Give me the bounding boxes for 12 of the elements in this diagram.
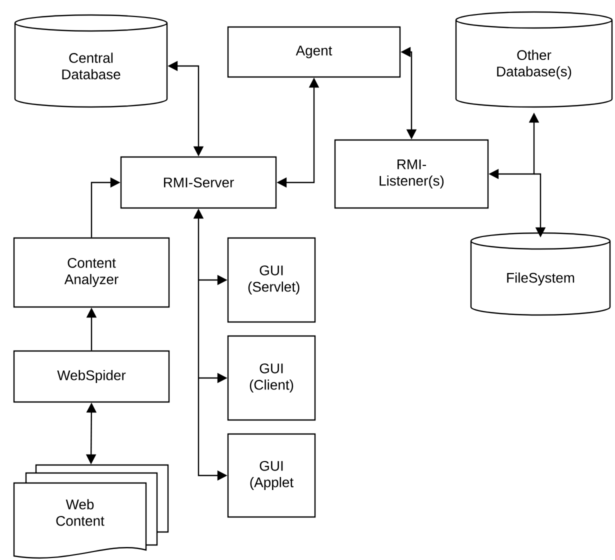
process-box: GUI (Servlet) [227,237,316,323]
document-stack: Web Content [13,464,169,559]
database-cylinder: FileSystem [470,232,611,316]
process-box: RMI- Listener(s) [334,139,489,209]
database-cylinder: Central Database [14,14,168,108]
process-box: Agent [227,26,401,78]
process-box: WebSpider [13,350,170,403]
database-cylinder: Other Database(s) [455,11,613,108]
process-box: RMI-Server [120,156,277,209]
process-box: GUI (Client) [227,335,316,421]
process-box: Content Analyzer [13,237,170,308]
process-box: GUI (Applet [227,433,316,518]
